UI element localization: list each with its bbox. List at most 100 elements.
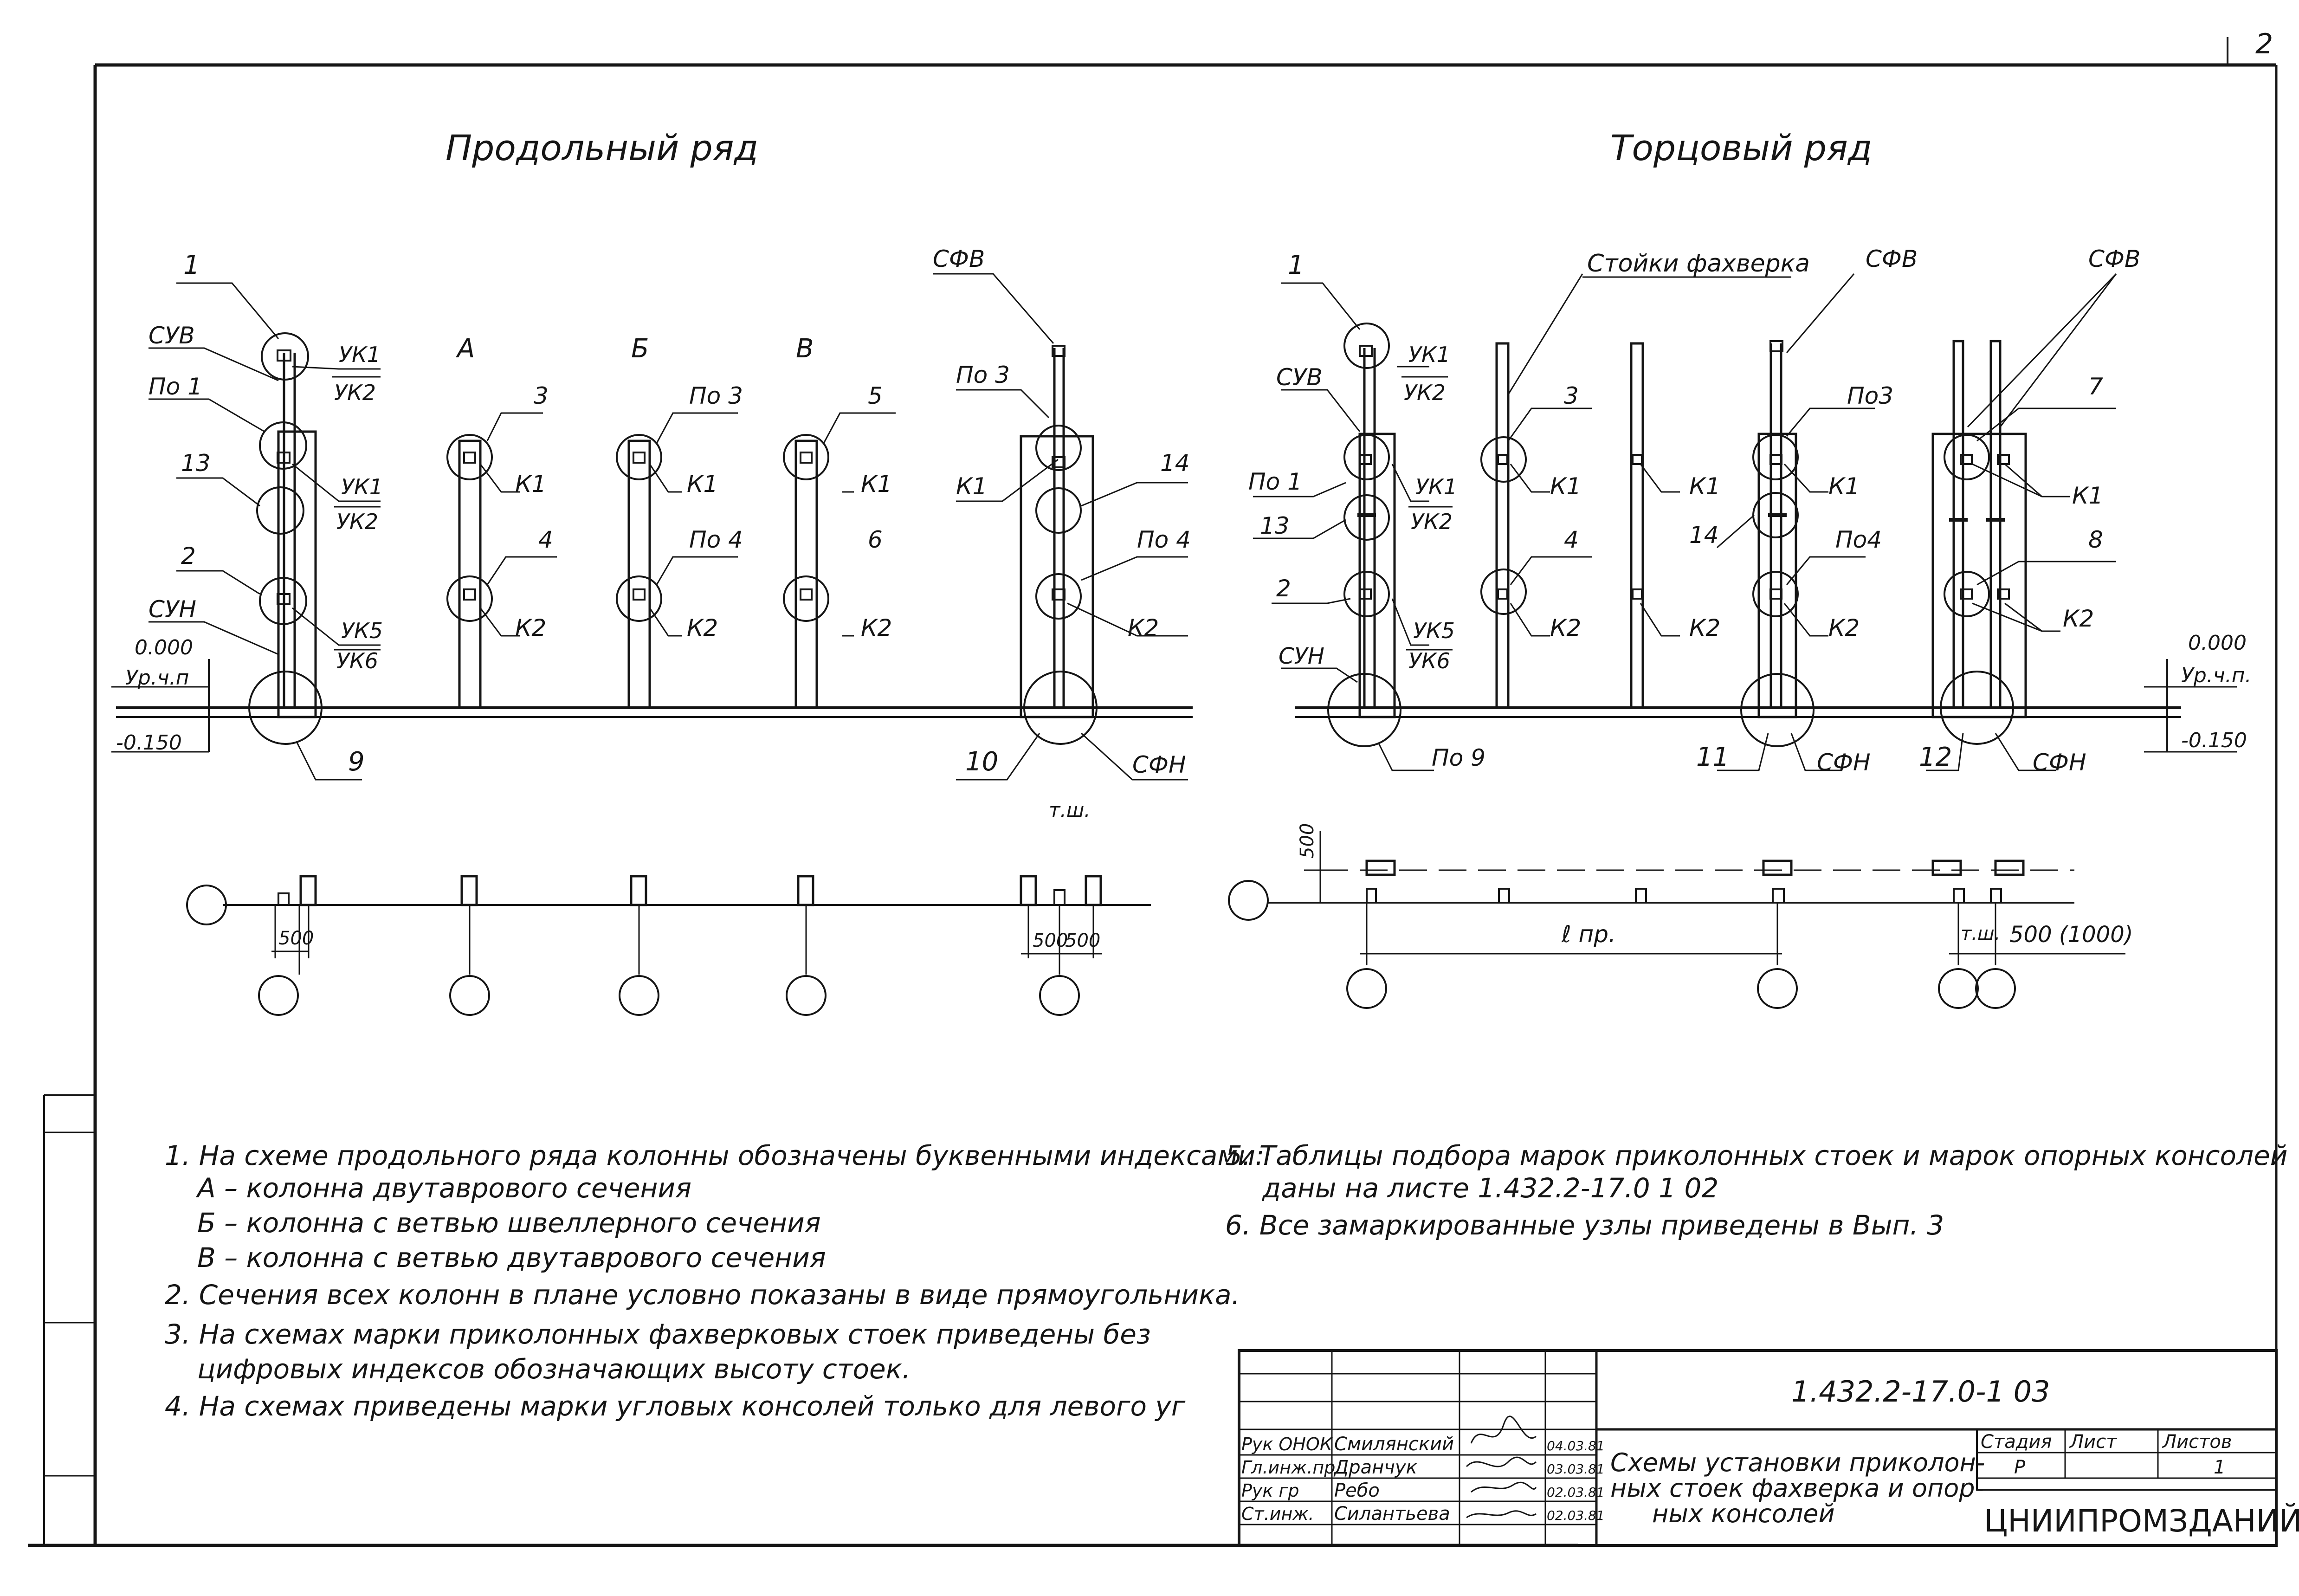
end-row-view: Торцовый ряд bbox=[1228, 127, 2251, 1009]
r-label-14: 14 bbox=[1689, 522, 1719, 549]
r-label-uk5: УК5 bbox=[1413, 618, 1455, 643]
date-4: 02.03.81 bbox=[1547, 1508, 1605, 1523]
elevation-zero-label-right: 0.000 bbox=[2188, 631, 2247, 655]
role-1: Рук ОНОК bbox=[1241, 1434, 1333, 1454]
label-6: 6 bbox=[868, 526, 883, 553]
r-label-stoyki: Стойки фахверка bbox=[1587, 250, 1810, 278]
note-line-5a: даны на листе 1.432.2-17.0 1 02 bbox=[1262, 1172, 1718, 1204]
r-label-7: 7 bbox=[2088, 373, 2103, 400]
label-k1-A: К1 bbox=[515, 471, 546, 498]
label-k1-V: К1 bbox=[861, 471, 892, 498]
r-dim-500-vertical: 500 bbox=[1297, 823, 1318, 859]
elevation-zero-label: 0.000 bbox=[135, 636, 193, 659]
column-A bbox=[446, 434, 493, 709]
note-line-1b: Б – колонна с ветвью швеллерного сечения bbox=[197, 1207, 821, 1239]
stage-value: Р bbox=[2014, 1457, 2026, 1478]
date-1: 04.03.81 bbox=[1547, 1438, 1605, 1454]
floor-level-label-right: Ур.ч.п. bbox=[2181, 664, 2251, 687]
right-view-labels: 1 Стойки фахверка СФВ СФВ УК1 УК2 СУВ 3 … bbox=[1248, 246, 2140, 776]
right-view-title: Торцовый ряд bbox=[1610, 127, 1872, 168]
label-uk1-top: УК1 bbox=[339, 342, 381, 367]
label-k2-B: К2 bbox=[687, 614, 718, 641]
left-view-title: Продольный ряд bbox=[446, 127, 758, 168]
doc-number: 1.432.2-17.0-1 03 bbox=[1791, 1375, 2050, 1409]
date-2: 03.03.81 bbox=[1547, 1461, 1605, 1477]
r-label-sfn-2: СФН bbox=[2033, 749, 2086, 776]
note-line-1a: А – колонна двутаврового сечения bbox=[195, 1172, 691, 1204]
sheets-value: 1 bbox=[2214, 1457, 2225, 1478]
note-line-3a: цифровых индексов обозначающих высоту ст… bbox=[197, 1353, 911, 1385]
column-V bbox=[783, 434, 829, 709]
label-uk2-mid: УК2 bbox=[336, 509, 378, 534]
title-line-3: ных консолей bbox=[1652, 1499, 1835, 1528]
label-k1-end: К1 bbox=[956, 473, 987, 500]
leader-lines-left bbox=[149, 273, 1188, 781]
r-label-4: 4 bbox=[1564, 526, 1579, 553]
note-line-6: 6. Все замаркированные узлы приведены в … bbox=[1225, 1209, 1944, 1241]
r-label-k2-a: К2 bbox=[1550, 614, 1581, 641]
left-view-labels: 1 СУВ По 1 13 2 СУН УК1 УК2 УК1 УК2 УК5 … bbox=[149, 246, 1191, 778]
note-line-4: 4. На схемах приведены марки угловых кон… bbox=[165, 1390, 1186, 1422]
role-2: Гл.инж.пр bbox=[1241, 1457, 1335, 1478]
label-suv: СУВ bbox=[149, 322, 195, 349]
label-sfn-left: СФН bbox=[1132, 751, 1186, 778]
fakhverk-stand-plain bbox=[1630, 342, 1644, 709]
label-4: 4 bbox=[538, 526, 553, 553]
r-label-uk2-b: УК2 bbox=[1411, 509, 1453, 534]
note-line-2: 2. Сечения всех колонн в плане условно п… bbox=[165, 1279, 1240, 1311]
label-uk2-top: УК2 bbox=[334, 380, 376, 405]
title-line-2: ных стоек фахверка и опор- bbox=[1610, 1473, 1984, 1503]
r-label-sun: СУН bbox=[1279, 643, 1324, 669]
r-label-k1-a: К1 bbox=[1550, 473, 1581, 500]
r-label-sfn-1: СФН bbox=[1817, 749, 1871, 776]
head-stage: Стадия bbox=[1981, 1431, 2052, 1453]
corner-column bbox=[1327, 323, 1401, 747]
label-uk5: УК5 bbox=[341, 618, 383, 643]
elevation-minus-label: -0.150 bbox=[116, 731, 182, 755]
label-k2-end: К2 bbox=[1128, 614, 1159, 641]
name-4: Силантьева bbox=[1334, 1503, 1450, 1525]
r-label-po4: По4 bbox=[1835, 526, 1882, 553]
role-3: Рук гр bbox=[1241, 1480, 1299, 1501]
r-label-3: 3 bbox=[1564, 382, 1579, 409]
floor-level-label: Ур.ч.п bbox=[125, 666, 189, 690]
end-column-with-fakhverk bbox=[1020, 345, 1098, 745]
column-with-sfv bbox=[1740, 340, 1815, 747]
dim-500-end-b: 500 bbox=[1065, 930, 1100, 951]
label-5: 5 bbox=[868, 382, 883, 409]
r-label-8: 8 bbox=[2088, 526, 2103, 553]
label-sun: СУН bbox=[149, 596, 196, 623]
r-label-k2-b: К2 bbox=[1689, 614, 1720, 641]
r-label-uk6: УК6 bbox=[1408, 648, 1450, 673]
leader-lines-right bbox=[1253, 273, 2117, 771]
label-po1: По 1 bbox=[149, 373, 202, 400]
role-4: Ст.инж. bbox=[1241, 1504, 1314, 1524]
r-label-11: 11 bbox=[1696, 742, 1729, 772]
label-tsh-left: т.ш. bbox=[1049, 799, 1091, 821]
label-k1-B: К1 bbox=[687, 471, 718, 498]
r-label-po3: По3 bbox=[1847, 382, 1893, 409]
elevation-mark-left: 0.000 Ур.ч.п -0.150 bbox=[111, 636, 210, 755]
r-label-1: 1 bbox=[1288, 250, 1304, 280]
title-block: 1.432.2-17.0-1 03 Рук ОНОК Гл.инж.пр Рук… bbox=[1238, 1349, 2299, 1547]
r-label-12: 12 bbox=[1919, 742, 1952, 772]
r-label-sfv-2: СФВ bbox=[2088, 246, 2140, 272]
r-label-uk1-b: УК1 bbox=[1415, 474, 1457, 499]
r-label-2: 2 bbox=[1276, 575, 1291, 602]
notes-left: 1. На схеме продольного ряда колонны обо… bbox=[165, 1140, 1264, 1422]
sheet-frame: 2 bbox=[28, 28, 2278, 1547]
sheet-corner-number: 2 bbox=[2255, 28, 2273, 60]
r-dim-500-1000: 500 (1000) bbox=[2009, 922, 2133, 948]
note-line-1c: В – колонна с ветвью двутаврового сечени… bbox=[197, 1242, 826, 1273]
label-uk6: УК6 bbox=[336, 648, 378, 673]
title-line-1: Схемы установки приколон- bbox=[1610, 1448, 1985, 1477]
name-1: Смилянский bbox=[1334, 1434, 1454, 1455]
elevation-minus-label-right: -0.150 bbox=[2181, 729, 2247, 752]
r-label-po9: По 9 bbox=[1432, 744, 1485, 771]
r-label-k1-d: К1 bbox=[2072, 482, 2103, 509]
label-1: 1 bbox=[183, 250, 200, 280]
r-label-k2-d: К2 bbox=[2063, 605, 2094, 632]
notes-right: 5. Таблицы подбора марок приколонных сто… bbox=[1225, 1140, 2287, 1241]
note-line-3: 3. На схемах марки приколонных фахверков… bbox=[165, 1318, 1151, 1350]
